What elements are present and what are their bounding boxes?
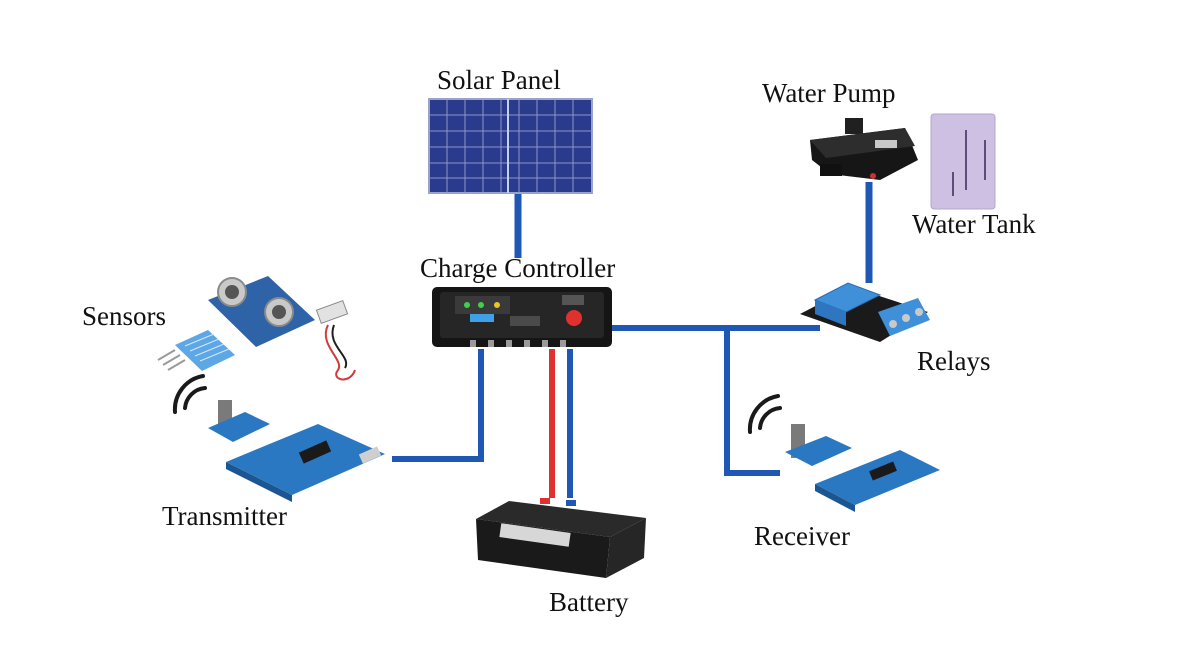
charge-controller-icon [432, 287, 612, 347]
water-pump-icon [810, 118, 918, 180]
label-solar-panel: Solar Panel [437, 65, 561, 95]
label-water-tank: Water Tank [912, 209, 1036, 239]
receiver-board-icon [785, 424, 940, 512]
label-transmitter: Transmitter [162, 501, 287, 531]
transmitter-board-icon [208, 400, 385, 502]
label-receiver: Receiver [754, 521, 850, 551]
label-charge-controller: Charge Controller [420, 253, 615, 283]
humidity-sensor-icon [157, 330, 235, 371]
wires [392, 182, 873, 498]
label-relays: Relays [917, 346, 991, 376]
relay-module-icon [800, 282, 930, 342]
wireless-signal-icon [172, 374, 207, 414]
wire-controller-receiver [724, 330, 780, 476]
battery-icon [476, 498, 646, 578]
solar-panel-icon [428, 98, 593, 194]
wire-controller-transmitter [392, 349, 484, 462]
label-water-pump: Water Pump [762, 78, 896, 108]
label-sensors: Sensors [82, 301, 166, 331]
labels: Solar Panel Water Pump Water Tank Charge… [82, 65, 1036, 617]
probe-sensor-icon [315, 299, 356, 381]
ultrasonic-sensor-icon [208, 276, 315, 347]
water-tank-icon [930, 113, 996, 210]
wireless-signal-icon [747, 394, 782, 434]
label-battery: Battery [549, 587, 629, 617]
